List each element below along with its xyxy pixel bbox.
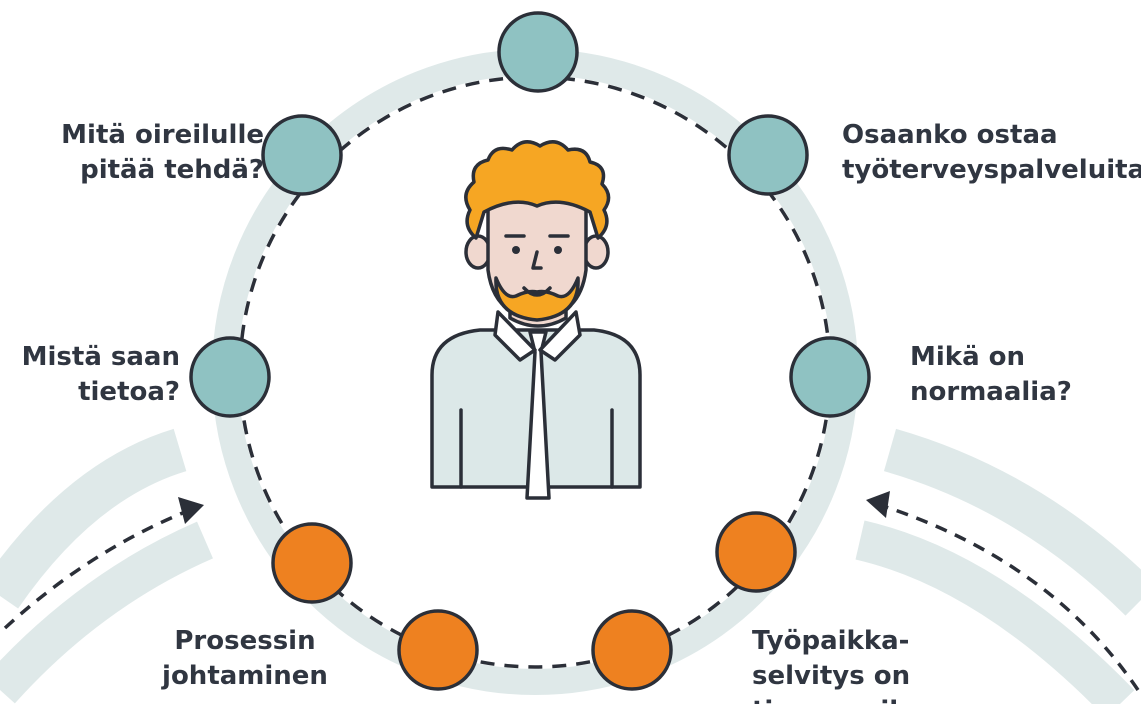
nose [531,250,543,270]
node-lower-left [271,522,353,604]
beard [494,276,580,322]
label-top-right-line2: työterveyspalveluita? [842,155,1141,185]
outer-band-left-2 [0,521,213,704]
label-bottom-right-line2: selvitys on [752,661,911,691]
node-lower-right [715,511,797,593]
label-bottom-left-line2: johtaminen [162,661,328,691]
outer-band-right-1 [883,428,1141,616]
label-bottom-left: Prosessin johtaminen [150,624,340,694]
label-top-right-line1: Osaanko ostaa [842,120,1058,150]
node-mid-left [189,336,271,418]
label-bottom-left-line1: Prosessin [174,626,316,656]
label-mid-left: Mistä saan tietoa? [0,340,180,410]
label-mid-right-line2: normaalia? [910,377,1072,407]
outer-band-right-2 [855,520,1135,704]
node-top [497,11,579,93]
eye-right [554,246,562,254]
dashed-arrow-left [3,497,204,630]
label-mid-right: Mikä on normaalia? [910,340,1110,410]
dashed-arrow-right [866,491,1140,691]
node-mid-right [789,336,871,418]
node-bottom-right [591,609,673,691]
label-mid-left-line2: tietoa? [78,377,180,407]
collar-left [493,310,537,362]
node-bottom-left [397,609,479,691]
label-bottom-right: Työpaikka- selvitys on tiemmeaika [752,624,952,704]
hair [464,140,611,240]
label-mid-right-line1: Mikä on [910,342,1026,372]
outer-band-left-1 [0,428,187,609]
label-mid-left-line1: Mistä saan [21,342,180,372]
collar-right [538,310,582,362]
node-upper-right [727,114,809,196]
label-bottom-right-line1: Työpaikka- [752,626,910,656]
label-top-left: Mitä oireilulle pitää tehdä? [38,118,264,188]
label-top-left-line1: Mitä oireilulle [61,120,264,150]
person-illustration [430,140,642,500]
eye-left [512,246,520,254]
outer-bands [0,428,1141,704]
label-top-left-line2: pitää tehdä? [80,155,264,185]
mouth [522,286,552,297]
nodes [189,11,871,691]
label-bottom-right-line3: tiemmeaika [752,694,952,704]
node-upper-left [261,114,343,196]
label-top-right: Osaanko ostaa työterveyspalveluita? [842,118,1141,188]
